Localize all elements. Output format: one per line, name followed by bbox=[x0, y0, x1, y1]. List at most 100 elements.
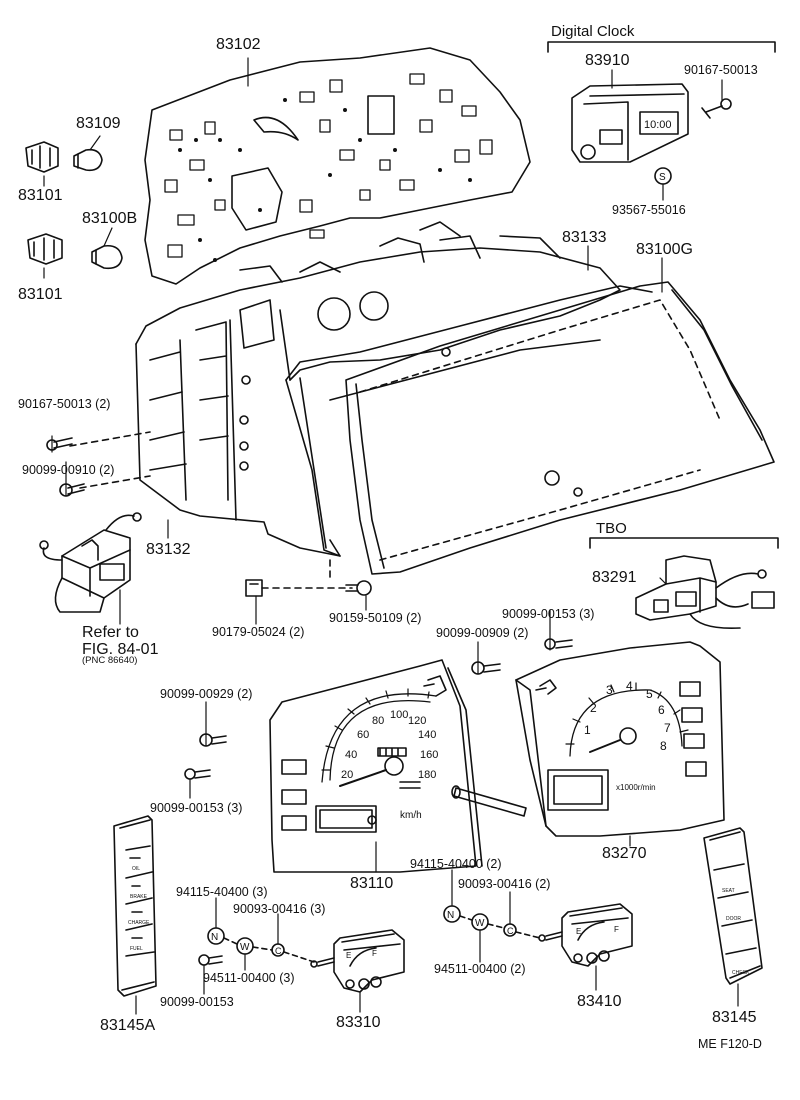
part-label-83102: 83102 bbox=[216, 36, 261, 53]
clock-screw-symbol: S bbox=[659, 172, 666, 183]
hardware-guide-left bbox=[223, 937, 315, 963]
part-label-94511-right: 94511-00400 (2) bbox=[434, 962, 526, 976]
bulb-socket-upper bbox=[25, 141, 59, 173]
speedo-num-140: 140 bbox=[418, 729, 436, 741]
part-label-83291: 83291 bbox=[592, 569, 637, 586]
screw-90099-00929 bbox=[199, 733, 227, 747]
meter-glass-83100g bbox=[345, 281, 775, 575]
screw-90159-50109 bbox=[345, 580, 372, 596]
warning-plate-83145 bbox=[703, 827, 763, 985]
clock-screw bbox=[701, 98, 732, 119]
group-label-tbo: TBO bbox=[596, 520, 627, 537]
meter-hood-83133 bbox=[285, 285, 653, 557]
speedometer-83110 bbox=[269, 659, 483, 873]
part-label-83910: 83910 bbox=[585, 52, 630, 69]
part-label-90167-50013-2: 90167-50013 (2) bbox=[18, 397, 111, 411]
gauge-83310 bbox=[310, 929, 405, 993]
speedo-num-160: 160 bbox=[420, 749, 438, 761]
speedo-num-180: 180 bbox=[418, 769, 436, 781]
tacho-unit: x1000r/min bbox=[616, 783, 656, 792]
warn-charge: CHARGE bbox=[128, 920, 150, 926]
part-label-83133: 83133 bbox=[562, 229, 607, 246]
bulb-83109 bbox=[73, 148, 103, 172]
nut-letter-left: N bbox=[211, 932, 218, 943]
reference-refer-to: Refer to bbox=[82, 624, 139, 641]
tacho-num-7: 7 bbox=[664, 721, 671, 735]
part-label-83101-upper: 83101 bbox=[18, 187, 63, 204]
screw-90099-00153-left bbox=[184, 768, 211, 780]
dashed-guide-lines bbox=[69, 431, 353, 589]
gauge-83410 bbox=[538, 903, 633, 967]
gauge-83410-e: E bbox=[576, 927, 581, 936]
cluster-case-83132 bbox=[135, 221, 621, 557]
part-label-83410: 83410 bbox=[577, 993, 622, 1010]
washer-letter-left: W bbox=[240, 942, 250, 953]
part-label-93567-55016: 93567-55016 bbox=[612, 203, 686, 217]
part-label-94115-right: 94115-40400 (2) bbox=[410, 857, 502, 871]
group-label-digital-clock: Digital Clock bbox=[551, 23, 635, 40]
nut-letter-right: N bbox=[447, 910, 454, 921]
part-label-90099-00910: 90099-00910 (2) bbox=[22, 463, 115, 477]
clip-90179-05024 bbox=[245, 579, 263, 597]
tacho-num-8: 8 bbox=[660, 739, 667, 753]
part-label-83109: 83109 bbox=[76, 115, 121, 132]
tbo-bracket bbox=[589, 537, 779, 549]
warn-oil: OIL bbox=[132, 866, 140, 872]
speedo-num-20: 20 bbox=[341, 769, 353, 781]
reference-pnc: (PNC 86640) bbox=[82, 655, 138, 666]
gauge-83310-f: F bbox=[372, 949, 377, 958]
bulb-83100b bbox=[91, 244, 123, 270]
part-label-83100b: 83100B bbox=[82, 210, 138, 227]
part-label-90099-00909: 90099-00909 (2) bbox=[436, 626, 529, 640]
warn-fuel: FUEL bbox=[130, 946, 143, 952]
speedo-num-60: 60 bbox=[357, 729, 369, 741]
part-label-90179-05024: 90179-05024 (2) bbox=[212, 625, 305, 639]
part-label-83100g: 83100G bbox=[636, 241, 693, 258]
part-label-83101-lower: 83101 bbox=[18, 286, 63, 303]
tacho-num-1: 1 bbox=[584, 723, 591, 737]
part-label-83145a: 83145A bbox=[100, 1017, 156, 1034]
screw-90167-50013-left bbox=[46, 437, 73, 451]
part-label-83310: 83310 bbox=[336, 1014, 381, 1031]
warning-plate-83145a bbox=[113, 815, 157, 997]
tacho-num-5: 5 bbox=[646, 687, 653, 701]
warn-check: CHECK bbox=[732, 970, 750, 976]
screw-90099-00909 bbox=[471, 661, 501, 675]
part-label-90099-00153-left: 90099-00153 (3) bbox=[150, 801, 243, 815]
leader-lines bbox=[43, 57, 739, 1015]
tachometer-83270 bbox=[515, 641, 725, 837]
part-label-90099-00929: 90099-00929 (2) bbox=[160, 687, 253, 701]
part-label-90159-50109: 90159-50109 (2) bbox=[329, 611, 422, 625]
washer-letter-right: W bbox=[475, 918, 485, 929]
part-label-90099-00153: 90099-00153 bbox=[160, 995, 234, 1009]
tacho-num-3: 3 bbox=[606, 683, 613, 697]
tacho-num-6: 6 bbox=[658, 703, 665, 717]
clip-letter-right: C bbox=[507, 926, 514, 936]
part-label-90093-left: 90093-00416 (3) bbox=[233, 902, 326, 916]
tbo-unit-83291 bbox=[635, 555, 775, 630]
speedo-unit: km/h bbox=[400, 810, 422, 821]
part-label-83270: 83270 bbox=[602, 845, 647, 862]
screw-90099-00153-bottom bbox=[198, 954, 223, 966]
gauge-83310-e: E bbox=[346, 951, 351, 960]
hardware-guide-right bbox=[459, 915, 541, 939]
part-label-83132: 83132 bbox=[146, 541, 191, 558]
speedo-num-120: 120 bbox=[408, 715, 426, 727]
clip-letter-left: C bbox=[275, 946, 282, 956]
part-label-83110: 83110 bbox=[350, 875, 394, 892]
digital-clock-83910 bbox=[571, 83, 689, 163]
speedo-num-40: 40 bbox=[345, 749, 357, 761]
tacho-num-2: 2 bbox=[590, 701, 597, 715]
bulb-socket-lower bbox=[27, 233, 63, 265]
part-label-90167-50013-clock: 90167-50013 bbox=[684, 63, 758, 77]
harness-connector bbox=[39, 512, 142, 613]
screw-90099-00910-left bbox=[59, 483, 85, 497]
part-label-90093-right: 90093-00416 (2) bbox=[458, 877, 551, 891]
clock-display-text: 10:00 bbox=[644, 119, 672, 131]
printed-circuit-board-83102 bbox=[144, 47, 531, 285]
part-label-94511-left: 94511-00400 (3) bbox=[203, 971, 295, 985]
speedo-num-80: 80 bbox=[372, 715, 384, 727]
figure-code: ME F120-D bbox=[698, 1037, 762, 1051]
gauge-83410-f: F bbox=[614, 925, 619, 934]
